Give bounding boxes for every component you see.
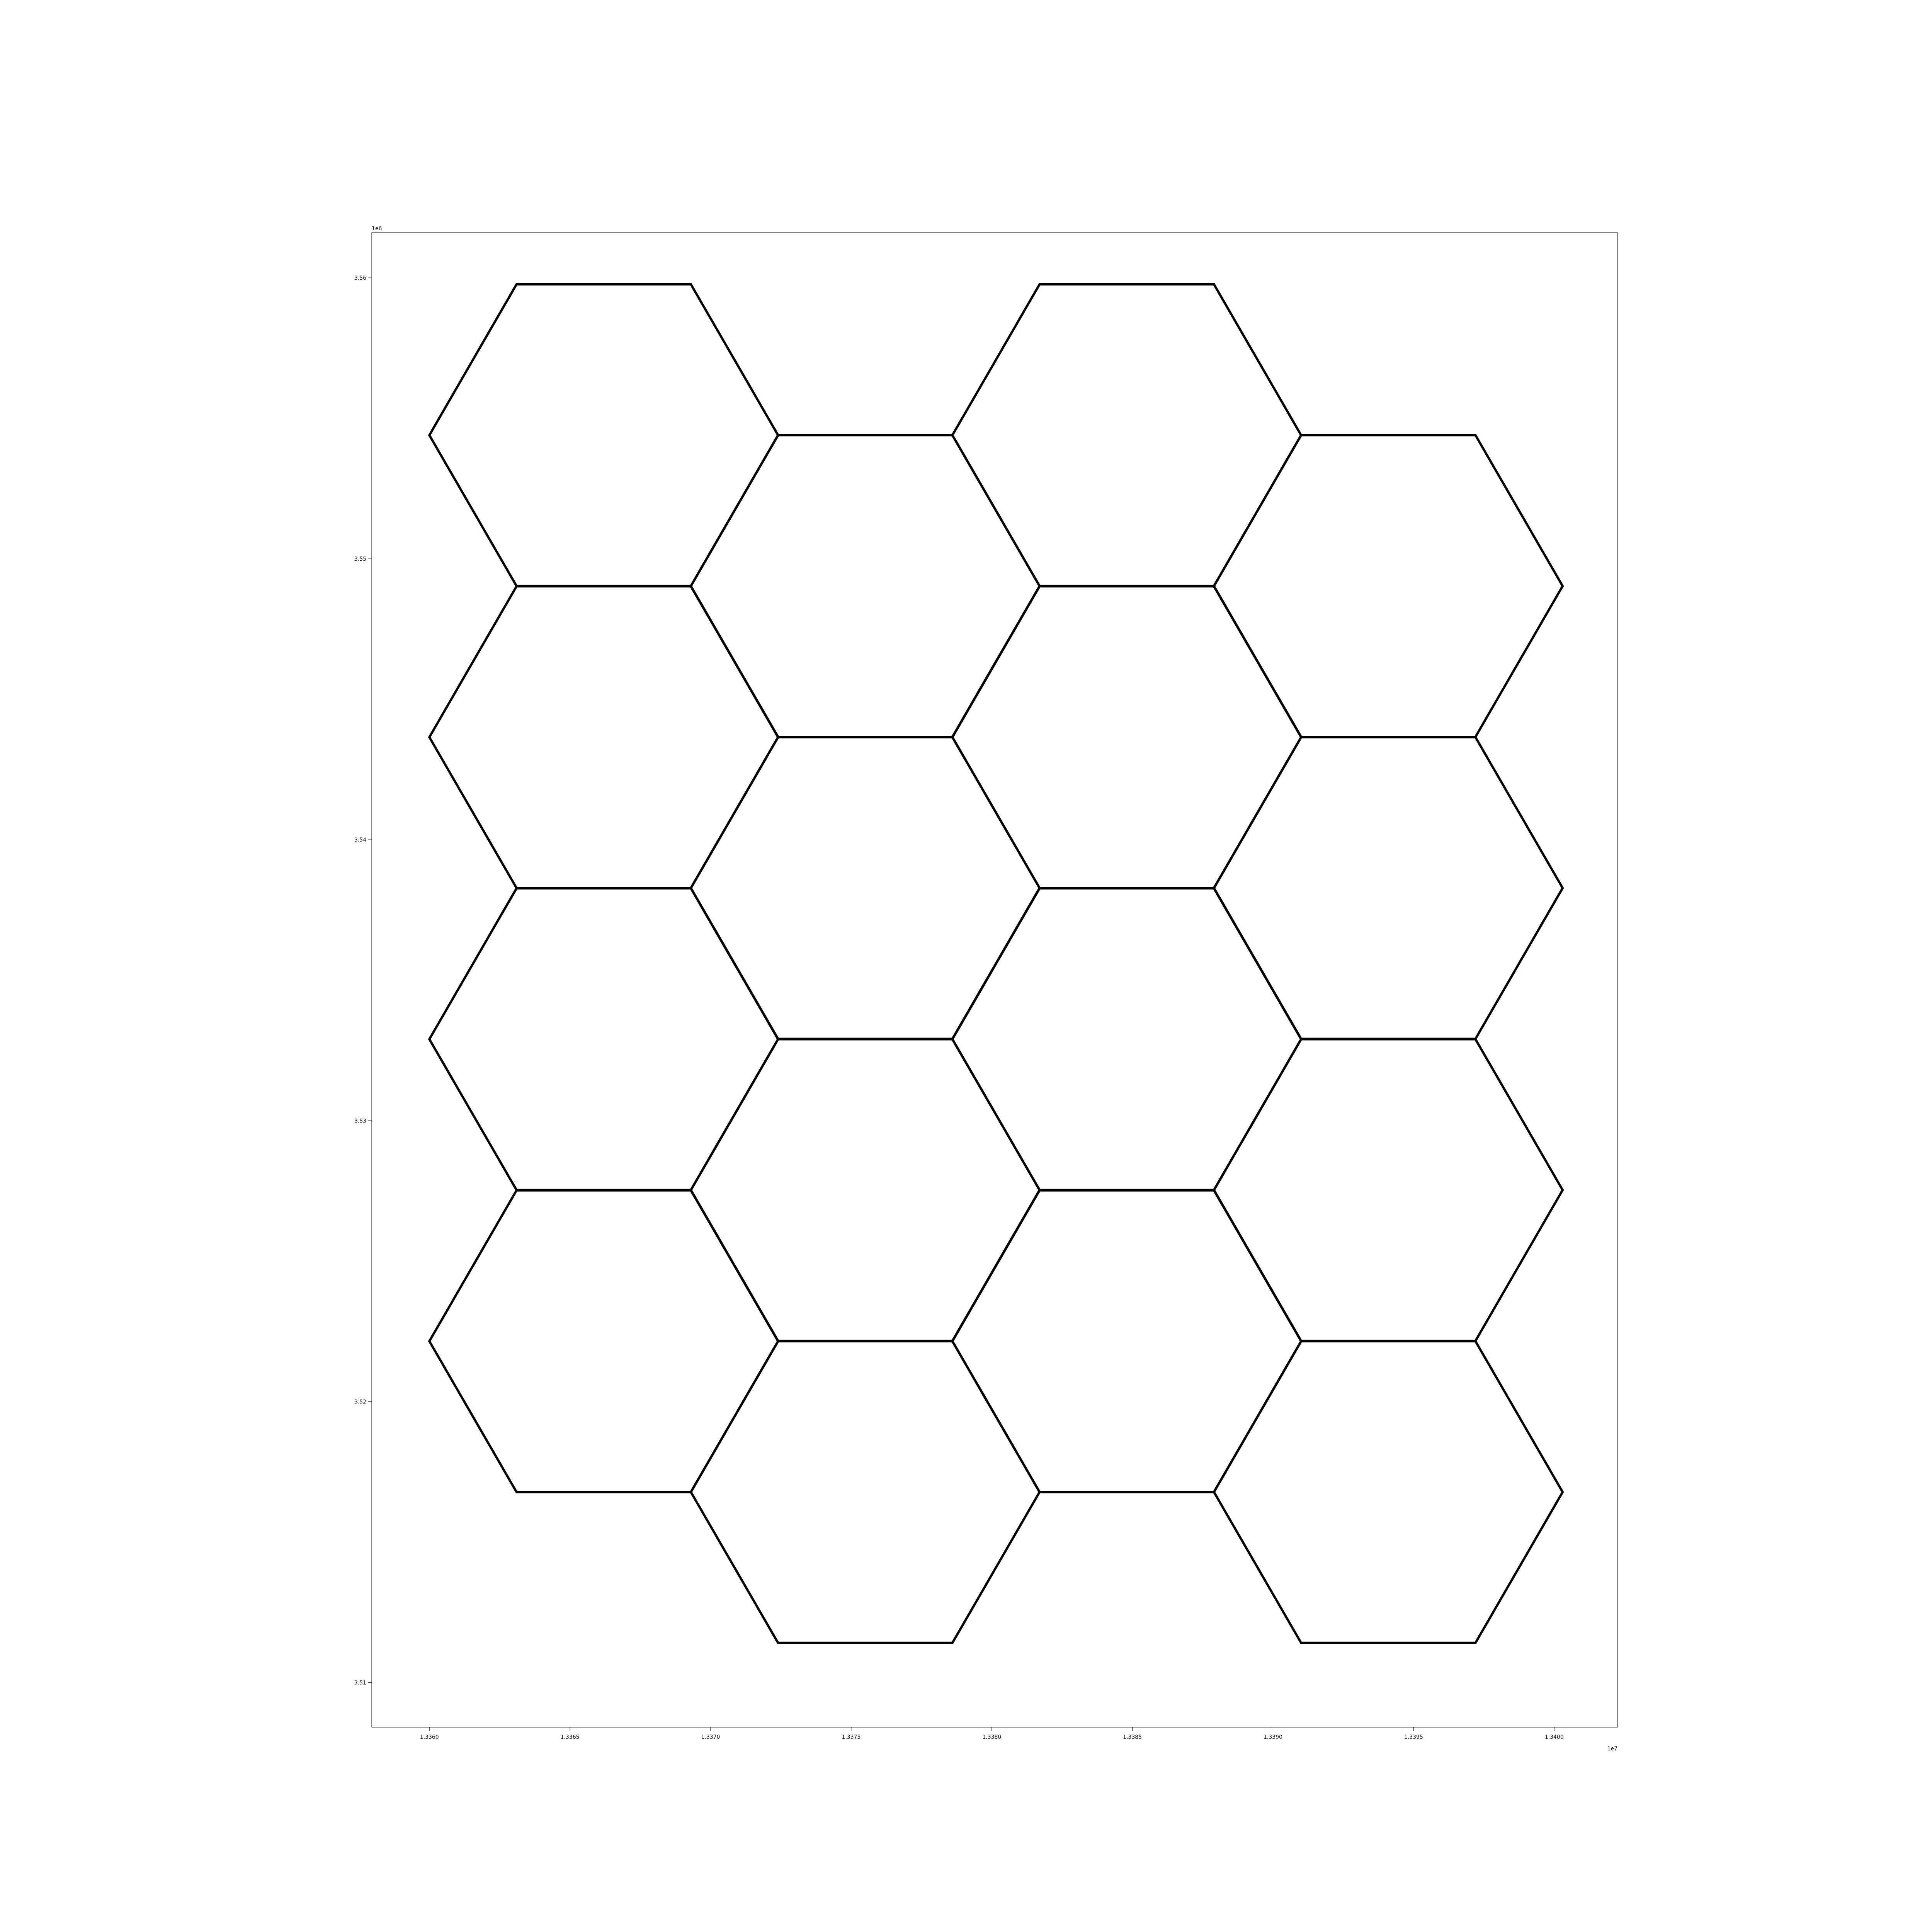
x-tick-label: 1.3365 — [561, 1734, 580, 1740]
y-axis-offset-label: 1e6 — [372, 226, 382, 232]
x-axis: 1.3360 1.3365 1.3370 1.3375 1.3380 1.3385 1.33… — [420, 1727, 1564, 1740]
y-axis: 3.51 3.52 3.53 3.54 3.55 3.56 — [354, 275, 372, 1686]
x-tick-label: 1.3385 — [1123, 1734, 1142, 1740]
y-tick-label: 3.54 — [354, 837, 366, 843]
x-tick-label: 1.3375 — [842, 1734, 861, 1740]
x-tick-label: 1.3390 — [1264, 1734, 1282, 1740]
y-tick-label: 3.53 — [354, 1118, 366, 1124]
x-tick-label: 1.3360 — [420, 1734, 439, 1740]
x-axis-offset-label: 1e7 — [1607, 1746, 1617, 1752]
x-tick-label: 1.3370 — [701, 1734, 720, 1740]
hexagon-cell — [1213, 1340, 1564, 1644]
hexagon-layer — [428, 283, 1564, 1644]
x-tick-label: 1.3400 — [1545, 1734, 1564, 1740]
y-tick-label: 3.56 — [354, 275, 366, 281]
y-tick-label: 3.55 — [354, 556, 366, 562]
y-tick-label: 3.52 — [354, 1399, 366, 1405]
x-tick-label: 1.3395 — [1404, 1734, 1423, 1740]
axes-frame — [371, 232, 1618, 1728]
y-tick-label: 3.51 — [354, 1680, 366, 1686]
x-tick-label: 1.3380 — [982, 1734, 1001, 1740]
